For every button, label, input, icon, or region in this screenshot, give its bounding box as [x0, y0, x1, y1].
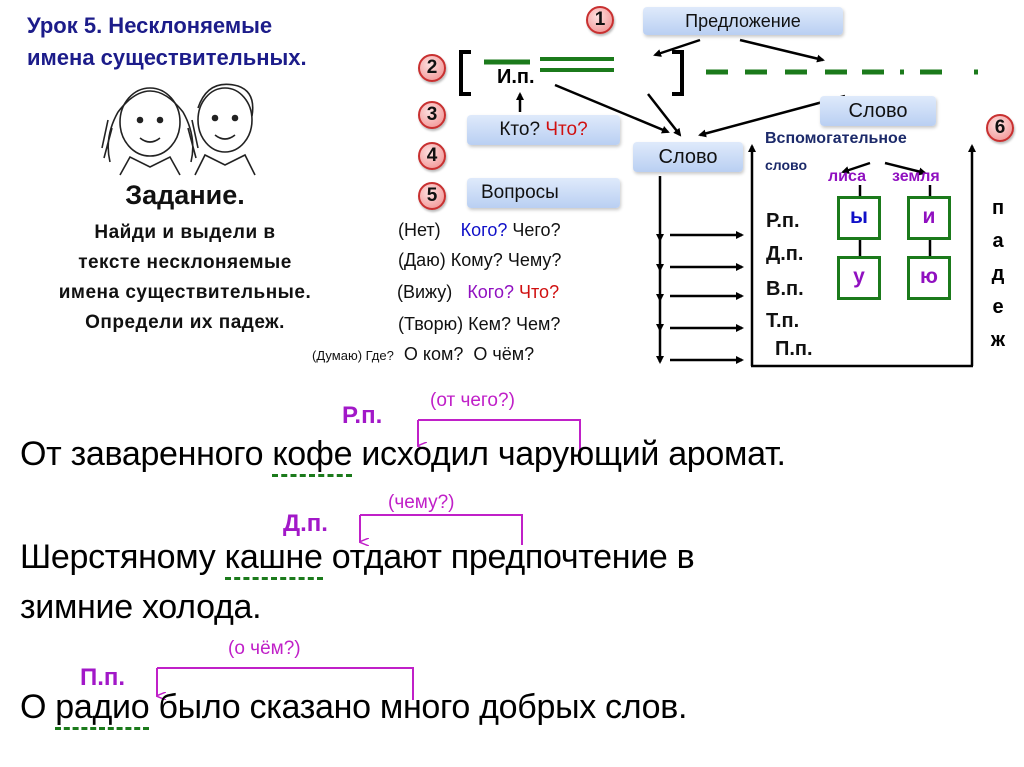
q1: Кем? [468, 314, 511, 334]
letter: е [992, 296, 1004, 318]
task-heading: Задание. [125, 180, 245, 210]
what-question: Что? [545, 119, 588, 140]
q2: Чего? [512, 220, 561, 240]
title-line-2: имена существительных. [27, 45, 307, 70]
sentence-2: Шерстяному кашне отдают предпочтение в [20, 538, 695, 580]
text: было сказано много добрых слов. [149, 688, 688, 726]
text: отдают предпочтение в [322, 538, 695, 576]
who-question: Кто? [499, 119, 541, 140]
ending-box: у [837, 256, 881, 300]
q1: О ком? [403, 344, 464, 364]
letter: д [991, 263, 1005, 285]
example-lisa: лиса [828, 168, 866, 185]
question-row: (Думаю) Где? О ком? О чём? [312, 344, 534, 365]
step-4-badge: 4 [418, 142, 446, 170]
letter: ж [990, 329, 1006, 351]
indeclinable-noun: радио [55, 688, 150, 730]
text: О [20, 688, 56, 726]
ending-box: ю [907, 256, 951, 300]
verb: (Творю) [398, 314, 464, 334]
case-label: Д.п. [766, 243, 804, 265]
task-line: тексте несклоняемые [78, 252, 292, 273]
who-what-box: Кто? Что? [467, 115, 620, 145]
question-row: (Творю) Кем? Чем? [398, 314, 560, 335]
helper-word-label: Вспомогательное [765, 130, 907, 147]
step-2-badge: 2 [418, 54, 446, 82]
q1: Кого? [467, 282, 514, 302]
case-label: Р.п. [766, 210, 800, 232]
case-annotation: Р.п. [342, 402, 383, 429]
helper-word-label-2: слово [765, 157, 808, 173]
step-1-badge: 1 [586, 6, 614, 34]
letter: п [991, 197, 1005, 219]
sentence-2-line-2: зимние холода. [20, 588, 262, 626]
sentence-3: О радио было сказано много добрых слов. [20, 688, 688, 730]
case-label: П.п. [775, 338, 813, 360]
verb: (Думаю) Где? [312, 348, 394, 363]
lesson-title: Урок 5. Несклоняемые имена существительн… [27, 10, 307, 74]
q2: Чему? [507, 250, 562, 270]
children-illustration [101, 83, 256, 176]
indeclinable-noun: кашне [224, 538, 323, 580]
verb: (Вижу) [397, 282, 453, 302]
task-line: Найди и выдели в [94, 222, 276, 243]
verb: (Нет) [398, 220, 441, 240]
word-box: Слово [633, 142, 743, 172]
text: От заваренного [20, 435, 273, 473]
task-line: Определи их падеж. [85, 312, 285, 333]
step-5-badge: 5 [418, 182, 446, 210]
example-zemlya: земля [892, 168, 940, 185]
sentence-1: От заваренного кофе исходил чарующий аро… [20, 435, 786, 477]
question-row: (Даю) Кому? Чему? [398, 250, 561, 271]
letter: а [992, 230, 1004, 252]
task-text: Найди и выдели в тексте несклоняемые име… [20, 218, 350, 338]
case-label: В.п. [766, 278, 804, 300]
q2: Чем? [516, 314, 561, 334]
sentence-scheme [459, 50, 978, 96]
vertical-case-label: п а д е ж [988, 192, 1008, 357]
word-box-right: Слово [820, 96, 936, 126]
question-annotation: (чему?) [388, 492, 455, 513]
case-annotation: П.п. [80, 664, 126, 691]
q1: Кого? [460, 220, 508, 240]
subject-case-label: И.п. [497, 66, 535, 88]
verb: (Даю) [398, 250, 446, 270]
task-line: имена существительные. [58, 282, 312, 303]
ending-box: и [907, 196, 951, 240]
title-line-1: Урок 5. Несклоняемые [27, 13, 273, 38]
case-annotation: Д.п. [283, 510, 328, 537]
question-row: (Вижу) Кого? Что? [397, 282, 559, 303]
question-annotation: (от чего?) [430, 390, 515, 411]
q2: О чём? [473, 344, 535, 364]
q1: Кому? [450, 250, 503, 270]
step-6-badge: 6 [986, 114, 1014, 142]
questions-box: Вопросы [467, 178, 620, 208]
question-row: (Нет) Кого? Чего? [398, 220, 561, 241]
indeclinable-noun: кофе [272, 435, 353, 477]
ending-box: ы [837, 196, 881, 240]
sentence-box: Предложение [643, 7, 843, 35]
text: исходил чарующий аромат. [352, 435, 786, 473]
text: Шерстяному [20, 538, 225, 576]
case-label: Т.п. [766, 310, 800, 332]
q2: Что? [519, 282, 560, 302]
question-annotation: (о чём?) [228, 638, 301, 659]
step-3-badge: 3 [418, 101, 446, 129]
